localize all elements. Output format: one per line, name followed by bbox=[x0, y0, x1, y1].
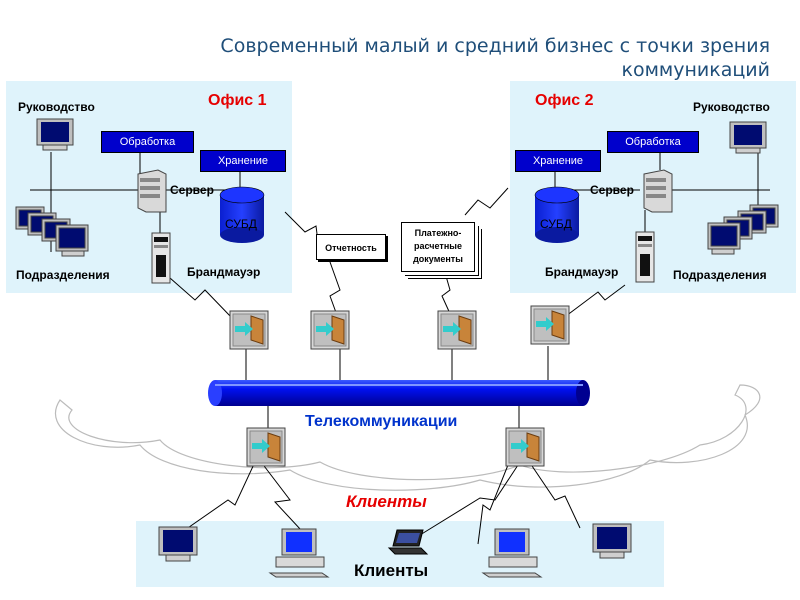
monitor-icon bbox=[707, 204, 779, 255]
payment-documents-line-1: Платежно- bbox=[414, 228, 462, 238]
server-tower-icon bbox=[643, 169, 673, 213]
office-2-title: Офис 2 bbox=[535, 92, 594, 109]
network-gateway-icon bbox=[229, 310, 269, 350]
office-1-server-label: Сервер bbox=[170, 183, 214, 197]
cloud-outline bbox=[54, 384, 761, 491]
office-2-management-label: Руководство bbox=[693, 100, 770, 114]
monitor-icon bbox=[15, 206, 89, 257]
office-2-processing-box: Обработка bbox=[607, 131, 699, 153]
desktop-computer-icon bbox=[481, 528, 543, 578]
desktop-computer-icon bbox=[268, 528, 330, 578]
firewall-tower-icon bbox=[151, 232, 171, 284]
office-1-storage-box: Хранение bbox=[200, 150, 286, 172]
network-gateway-icon bbox=[437, 310, 477, 350]
page-title: Современный малый и средний бизнес с точ… bbox=[150, 34, 770, 82]
network-gateway-icon bbox=[310, 310, 350, 350]
title-line-1: Современный малый и средний бизнес с точ… bbox=[220, 35, 770, 57]
office-1-dbms-label: СУБД bbox=[225, 217, 257, 231]
clients-panel-label: Клиенты bbox=[354, 561, 429, 580]
payment-documents: Платежно- расчетные документы bbox=[401, 222, 475, 272]
firewall-tower-icon bbox=[635, 231, 655, 283]
telecom-pipe bbox=[208, 380, 590, 406]
office-1-processing-box: Обработка bbox=[101, 131, 194, 153]
monitor-icon bbox=[592, 523, 632, 559]
payment-documents-line-2: расчетные bbox=[414, 241, 462, 251]
office-1-firewall-label: Брандмауэр bbox=[187, 265, 261, 279]
report-document: Отчетность bbox=[316, 234, 386, 260]
office-2-server-label: Сервер bbox=[590, 183, 634, 197]
clients-cloud-label: Клиенты bbox=[346, 492, 427, 511]
title-line-2: коммуникаций bbox=[621, 59, 770, 81]
office-2-firewall-label: Брандмауэр bbox=[545, 265, 619, 279]
monitor-icon bbox=[158, 526, 198, 562]
database-office-1 bbox=[219, 186, 265, 243]
office-2-dbms-label: СУБД bbox=[540, 217, 572, 231]
network-gateway-icon bbox=[530, 305, 570, 345]
report-document-label: Отчетность bbox=[325, 243, 377, 253]
server-tower-icon bbox=[137, 169, 167, 213]
monitor-icon bbox=[729, 121, 767, 154]
payment-documents-line-3: документы bbox=[413, 254, 463, 264]
network-gateway-icon bbox=[246, 427, 286, 467]
office-1-title: Офис 1 bbox=[208, 92, 267, 109]
office-1-divisions-label: Подразделения bbox=[16, 268, 110, 282]
monitor-icon bbox=[36, 118, 74, 151]
office-2-divisions-label: Подразделения bbox=[673, 268, 767, 282]
office-1-management-label: Руководство bbox=[18, 100, 95, 114]
laptop-icon bbox=[387, 529, 429, 555]
telecom-label: Телекоммуникации bbox=[305, 413, 458, 430]
database-office-2 bbox=[534, 186, 580, 243]
network-gateway-icon bbox=[505, 427, 545, 467]
office-2-storage-box: Хранение bbox=[515, 150, 601, 172]
